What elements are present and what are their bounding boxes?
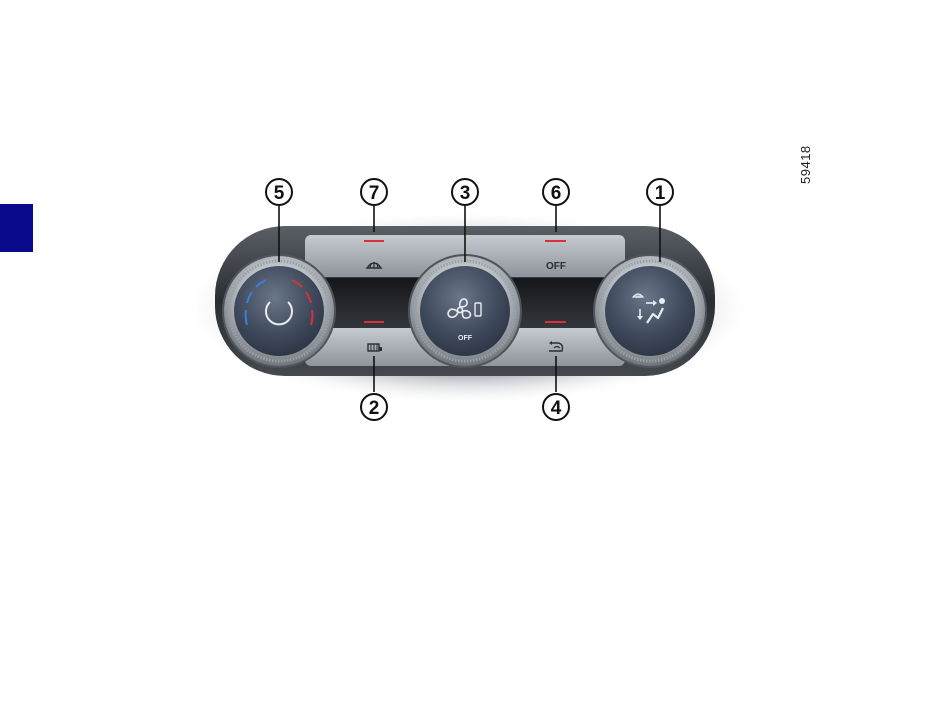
fan-off-label: OFF bbox=[458, 335, 473, 342]
fan-speed-dial[interactable]: OFF bbox=[409, 255, 521, 367]
air-distribution-dial[interactable] bbox=[594, 255, 706, 367]
ac-off-label: OFF bbox=[546, 261, 566, 272]
temperature-dial[interactable] bbox=[223, 255, 335, 367]
svg-text:6: 6 bbox=[551, 183, 562, 204]
callout-2: 2 bbox=[361, 394, 387, 420]
callout-5: 5 bbox=[266, 179, 292, 205]
ac-off-button[interactable]: OFF bbox=[546, 261, 566, 272]
svg-text:2: 2 bbox=[369, 398, 380, 419]
svg-text:4: 4 bbox=[551, 398, 562, 419]
svg-text:1: 1 bbox=[655, 183, 666, 204]
svg-text:7: 7 bbox=[369, 183, 380, 204]
svg-text:5: 5 bbox=[274, 183, 285, 204]
callout-7: 7 bbox=[361, 179, 387, 205]
callout-3: 3 bbox=[452, 179, 478, 205]
svg-text:3: 3 bbox=[460, 183, 471, 204]
callout-1: 1 bbox=[647, 179, 673, 205]
callout-6: 6 bbox=[543, 179, 569, 205]
callout-4: 4 bbox=[543, 394, 569, 420]
